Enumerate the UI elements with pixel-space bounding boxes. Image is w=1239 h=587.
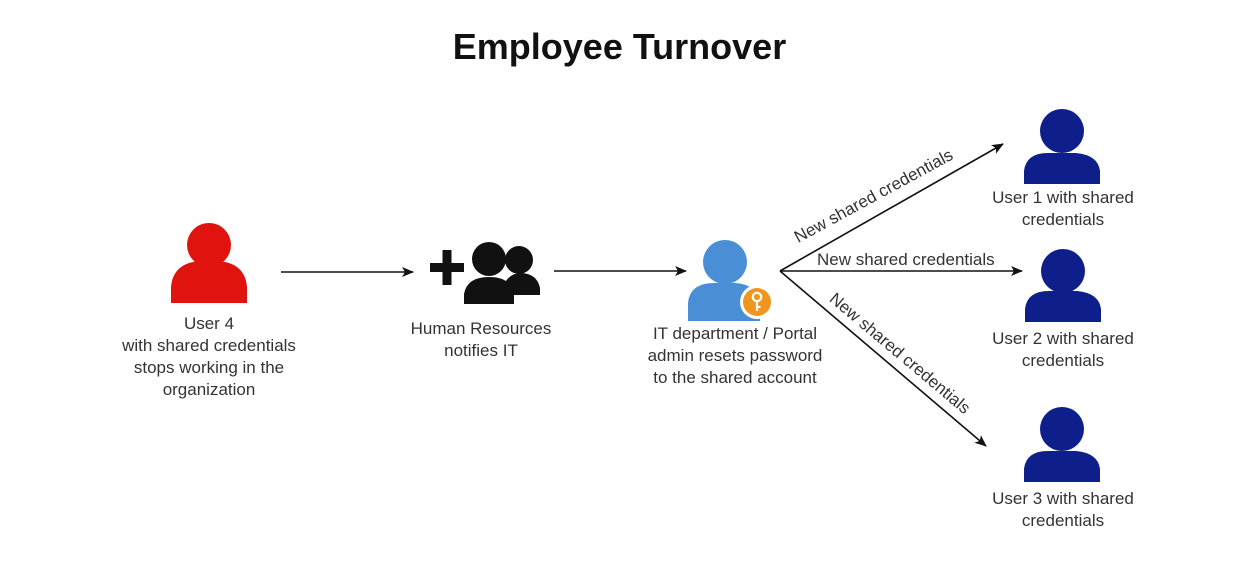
user3-icon [1024,407,1100,482]
arrow-it-to-user3 [779,270,987,447]
it-label-line: to the shared account [653,368,817,387]
user1-label-line: User 1 with shared [992,188,1134,207]
edge-label-user2: New shared credentials [817,250,995,269]
user2-label-line: credentials [1021,351,1105,370]
user4-label-line: organization [162,380,256,399]
diagram-title: Employee Turnover [452,26,787,67]
add-group-icon [430,242,540,304]
hr-label: Human Resources notifies IT [381,318,581,362]
it-label-line: admin resets password [647,346,823,365]
user1-label-line: credentials [1021,210,1105,229]
arrow-it-to-user1 [779,143,1004,272]
user4-icon [171,223,247,303]
user-key-icon [688,240,774,321]
hr-label-line: notifies IT [444,341,518,360]
hr-label-line: Human Resources [410,319,552,338]
user4-label-line: User 4 [183,314,235,333]
user2-icon [1025,249,1101,322]
key-icon [751,291,763,311]
user3-label-line: credentials [1021,511,1105,530]
user4-label-line: with shared credentials [122,336,296,355]
user2-label-line: User 2 with shared [992,329,1134,348]
user1-label: User 1 with shared credentials [963,187,1163,231]
user3-label: User 3 with shared credentials [963,488,1163,532]
user2-label: User 2 with shared credentials [963,328,1163,372]
user3-label-line: User 3 with shared [992,489,1134,508]
user1-icon [1024,109,1100,184]
user4-label-line: stops working in the [133,358,285,377]
user4-label: User 4 with shared credentials stops wor… [99,313,319,401]
it-label: IT department / Portal admin resets pass… [620,323,850,389]
it-label-line: IT department / Portal [652,324,818,343]
